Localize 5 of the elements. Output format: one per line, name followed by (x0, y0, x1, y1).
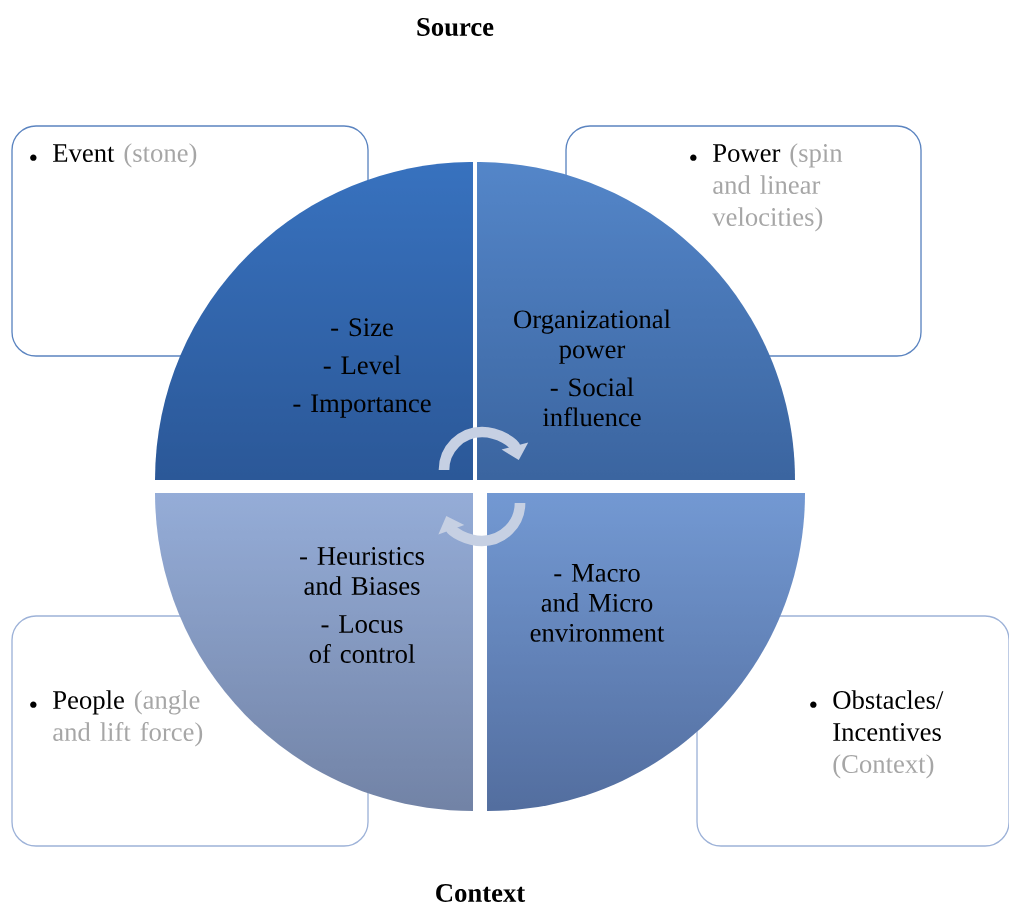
quadrant: - Heuristics and Biases - Locus of control (300, 547, 424, 663)
title: Source (417, 18, 494, 36)
quadrant: - Macro and Micro environment (530, 564, 665, 642)
caption: Context (436, 884, 526, 902)
quadrant: - Size - Level - Importance (293, 318, 431, 418)
